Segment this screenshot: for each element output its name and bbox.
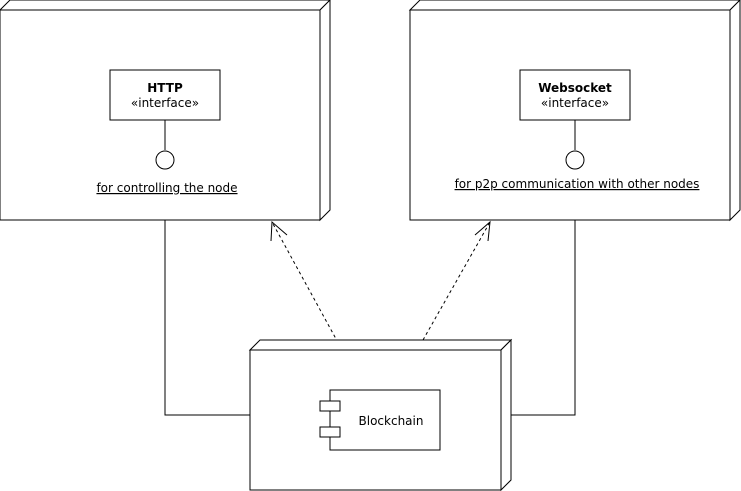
blockchain-component-label: Blockchain	[359, 414, 424, 428]
blockchain-node-top	[248, 339, 513, 351]
http-node-side	[319, 0, 331, 222]
http-lollipop-icon	[155, 150, 175, 170]
blockchain-node: Blockchain	[248, 338, 513, 491]
websocket-lollipop-icon	[565, 150, 585, 170]
http-node-top	[0, 0, 331, 11]
http-interface-name: HTTP	[147, 81, 183, 95]
blockchain-node-side	[500, 338, 512, 491]
component-icon-top-port	[319, 400, 341, 412]
http-node-front	[0, 9, 321, 221]
websocket-interface-name: Websocket	[538, 81, 612, 95]
http-node: HTTP «interface» for controlling the nod…	[0, 0, 331, 222]
http-note: for controlling the node	[96, 181, 237, 195]
http-interface-box	[109, 69, 221, 121]
component-icon-bottom-port	[319, 426, 341, 438]
websocket-interface-stereotype: «interface»	[541, 96, 609, 110]
dependency-to-websocket	[422, 221, 491, 341]
arrowhead-http	[270, 220, 288, 242]
left-node-connector	[164, 220, 250, 416]
websocket-node-top	[408, 0, 741, 11]
websocket-note: for p2p communication with other nodes	[455, 177, 700, 191]
http-interface-stereotype: «interface»	[131, 96, 199, 110]
websocket-node: Websocket «interface» for p2p communicat…	[408, 0, 741, 222]
right-node-connector	[511, 220, 576, 416]
websocket-interface-box	[519, 69, 631, 121]
blockchain-component-box	[329, 389, 441, 451]
websocket-node-side	[729, 0, 741, 222]
arrowhead-websocket	[474, 220, 491, 242]
